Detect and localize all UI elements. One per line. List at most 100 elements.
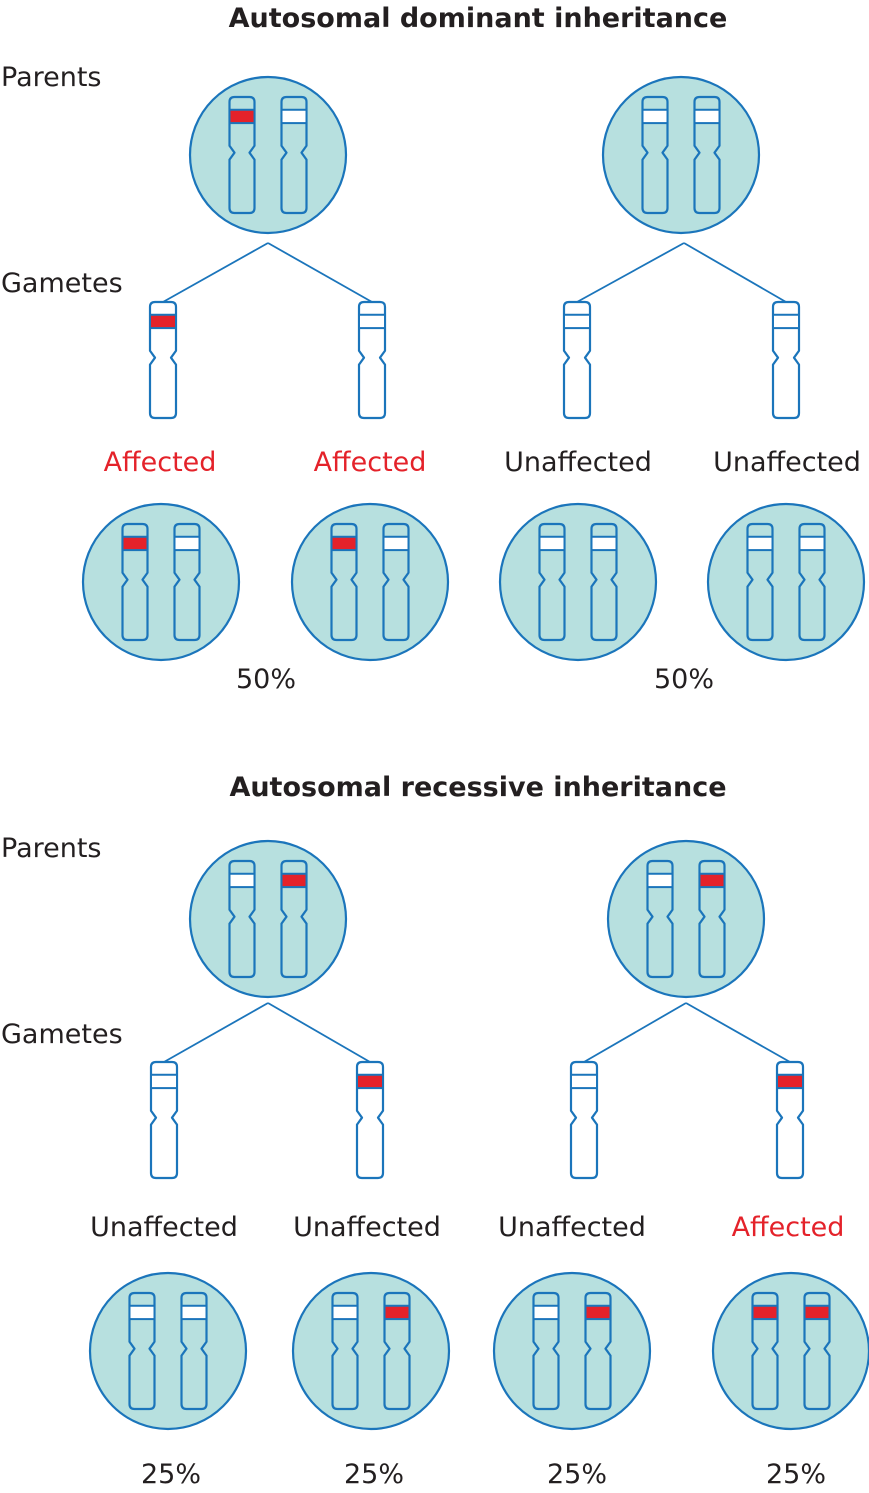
normal-allele-band (798, 535, 826, 552)
chromosome-outline (173, 522, 201, 642)
offspring-status-label: Unaffected (293, 1212, 441, 1243)
chromosome-outline (646, 859, 674, 979)
chromosome (641, 95, 669, 215)
mutant-allele-band (776, 1073, 804, 1090)
connector-line (685, 1002, 791, 1063)
normal-allele-band (746, 535, 774, 552)
normal-allele-band (228, 872, 256, 889)
chromosome-outline (584, 1291, 612, 1411)
offspring-status-label: Affected (732, 1212, 845, 1243)
chromosome-outline (148, 300, 178, 420)
normal-allele-band (180, 1304, 208, 1321)
normal-allele-band (538, 535, 566, 552)
cell-circle (88, 1271, 248, 1431)
dominant-parents-label: Parents (1, 62, 102, 93)
chromosome (590, 522, 618, 642)
recessive-gamete (149, 1060, 179, 1180)
chromosome (128, 1291, 156, 1411)
cell-circle (188, 75, 348, 235)
cell-circle (290, 502, 450, 662)
chromosome-outline (280, 95, 308, 215)
connector-line (683, 242, 787, 303)
dominant-gamete (357, 300, 387, 420)
dominant-offspring-cell (706, 502, 866, 662)
chromosome-outline (355, 1060, 385, 1180)
recessive-offspring-cell (492, 1271, 652, 1431)
chromosome-outline (538, 522, 566, 642)
connector-line (163, 1002, 269, 1063)
chromosome-outline (775, 1060, 805, 1180)
chromosome-outline (357, 300, 387, 420)
chromosome-outline (798, 522, 826, 642)
dominant-gametes-label: Gametes (1, 268, 123, 299)
chromosome-outline (590, 522, 618, 642)
normal-allele-band (641, 108, 669, 125)
cell-circle (706, 502, 866, 662)
chromosome (532, 1291, 560, 1411)
percentage-label: 25% (141, 1459, 201, 1490)
chromosome-outline (746, 522, 774, 642)
cell-circle (291, 1271, 451, 1431)
chromosome (280, 95, 308, 215)
chromosome-outline (641, 95, 669, 215)
cell-circle (188, 839, 348, 999)
mutant-allele-band (228, 108, 256, 125)
dominant-offspring-cell (81, 502, 241, 662)
cell-circle (606, 839, 766, 999)
recessive-connectors (163, 1002, 791, 1063)
mutant-allele-band (356, 1073, 384, 1090)
chromosome (751, 1291, 779, 1411)
chromosome (355, 1060, 385, 1180)
connector-line (162, 242, 269, 303)
normal-allele-band (570, 1073, 598, 1090)
connector-line (267, 242, 373, 303)
chromosome (173, 522, 201, 642)
chromosome-outline (331, 1291, 359, 1411)
chromosome-outline (121, 522, 149, 642)
chromosome (331, 1291, 359, 1411)
cell-circle (81, 502, 241, 662)
chromosome-outline (382, 522, 410, 642)
mutant-allele-band (330, 535, 358, 552)
chromosome (149, 1060, 179, 1180)
mutant-allele-band (149, 313, 177, 330)
normal-allele-band (693, 108, 721, 125)
chromosome (357, 300, 387, 420)
chromosome (228, 95, 256, 215)
offspring-status-label: Unaffected (90, 1212, 238, 1243)
connector-line (576, 242, 685, 303)
offspring-status-label: Unaffected (498, 1212, 646, 1243)
normal-allele-band (128, 1304, 156, 1321)
normal-allele-band (772, 313, 800, 330)
dominant-panel: Autosomal dominant inheritance Parents G… (1, 3, 866, 695)
normal-allele-band (331, 1304, 359, 1321)
recessive-parent-cell (606, 839, 766, 999)
dominant-offspring-cell (498, 502, 658, 662)
offspring-status-label: Unaffected (713, 447, 861, 478)
chromosome (330, 522, 358, 642)
recessive-gamete (775, 1060, 805, 1180)
recessive-gametes-label: Gametes (1, 1019, 123, 1050)
mutant-allele-band (698, 872, 726, 889)
normal-allele-band (382, 535, 410, 552)
chromosome (538, 522, 566, 642)
chromosome (148, 300, 178, 420)
chromosome-outline (228, 859, 256, 979)
chromosome (228, 859, 256, 979)
cell-circle (498, 502, 658, 662)
normal-allele-band (358, 313, 386, 330)
percentage-label: 25% (547, 1459, 607, 1490)
cell-circle (601, 75, 761, 235)
recessive-offspring-cell (291, 1271, 451, 1431)
chromosome (803, 1291, 831, 1411)
chromosome (562, 300, 592, 420)
chromosome-outline (128, 1291, 156, 1411)
chromosome-outline (280, 859, 308, 979)
normal-allele-band (563, 313, 591, 330)
chromosome (798, 522, 826, 642)
chromosome-outline (149, 1060, 179, 1180)
chromosome (746, 522, 774, 642)
chromosome-outline (698, 859, 726, 979)
chromosome-outline (330, 522, 358, 642)
mutant-allele-band (383, 1304, 411, 1321)
